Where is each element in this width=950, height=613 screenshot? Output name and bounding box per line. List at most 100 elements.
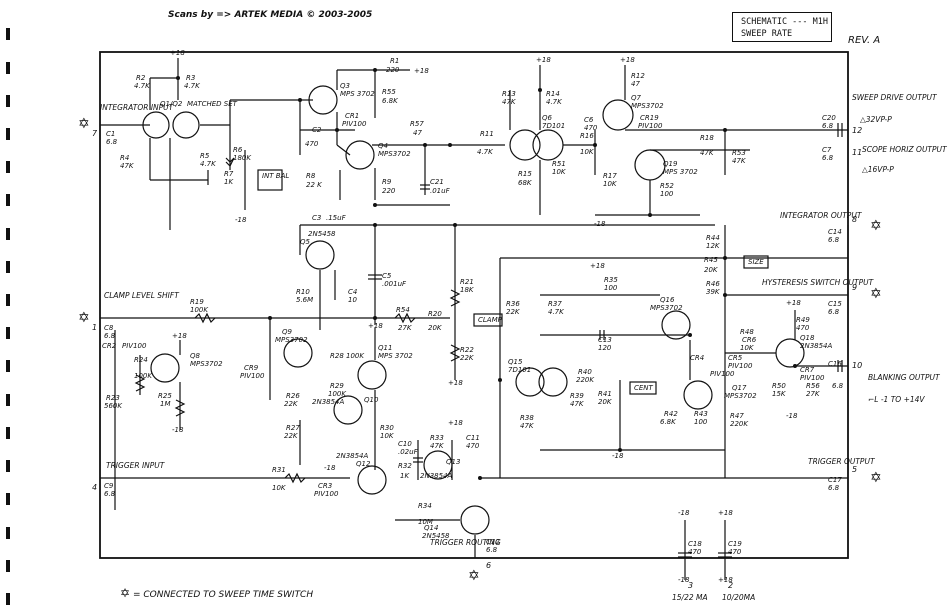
clamp-level-shift-label: CLAMP LEVEL SHIFT xyxy=(104,291,180,300)
c5-value: .001uF xyxy=(382,280,407,288)
q13-ref: Q13 xyxy=(446,458,460,466)
q19-type: MPS 3702 xyxy=(663,168,698,176)
c4-value: 10 xyxy=(348,296,357,304)
blanking-section xyxy=(725,225,849,372)
r42-ref: R42 xyxy=(664,410,678,418)
connector-star-icon: ✡ xyxy=(120,586,131,600)
rail-neg: -18 xyxy=(678,576,690,584)
r6-value: 180K xyxy=(233,154,252,162)
r19-value: 100K xyxy=(190,306,209,314)
c14-ref: C14 xyxy=(828,228,842,236)
q16-type: MPS3702 xyxy=(650,304,683,312)
r5-value: 4.7K xyxy=(200,160,217,168)
c17-value: 6.8 xyxy=(828,484,840,492)
r57-value: 47 xyxy=(413,129,422,137)
footer-text: = CONNECTED TO SWEEP TIME SWITCH xyxy=(132,590,314,600)
c16-value: 6.8 xyxy=(832,382,844,390)
r4-value: 47K xyxy=(120,162,135,170)
rail-pos: +18 xyxy=(590,262,605,270)
r52-value: 100 xyxy=(660,190,674,198)
r43-ref: R43 xyxy=(694,410,708,418)
rail-pos: +18 xyxy=(448,419,463,427)
r28-value: 100K xyxy=(346,352,365,360)
r8-ref: R8 xyxy=(306,172,316,180)
r17-ref: R17 xyxy=(603,172,617,180)
r34-ref: R34 xyxy=(418,502,432,510)
q10-ref: Q10 xyxy=(364,396,379,404)
rail-pos: +18 xyxy=(414,67,429,75)
star-hysteresis-output: ✡ xyxy=(870,286,882,302)
c2-value: 470 xyxy=(305,140,319,148)
rail-neg: -18 xyxy=(612,452,624,460)
r29-value: 100K xyxy=(328,390,347,398)
c10-ref: C10 xyxy=(398,440,412,448)
revision-label: REV. A xyxy=(848,35,881,46)
r9-value: 220 xyxy=(382,187,396,195)
c13-value: 120 xyxy=(598,344,612,352)
c9-value: 6.8 xyxy=(104,490,116,498)
pin-1: 1 xyxy=(92,323,97,332)
blanking-level: ⌐L -1 TO +14V xyxy=(868,395,925,404)
r36-ref: R36 xyxy=(506,300,520,308)
r11-ref: R11 xyxy=(480,130,494,138)
q8-type: MPS3702 xyxy=(190,360,223,368)
q18-type: 2N3854A xyxy=(800,342,833,350)
q15-ref: Q15 xyxy=(508,358,523,366)
r8-value: 22 K xyxy=(306,181,323,189)
cr5-value: PIV100 xyxy=(728,362,753,370)
r44-value: 12K xyxy=(706,242,721,250)
r5-ref: R5 xyxy=(200,152,210,160)
scope-level: △16VP-P xyxy=(862,165,894,174)
cr5-ref: CR5 xyxy=(728,354,743,362)
r12-value: 47 xyxy=(631,80,640,88)
q3-q4-driver xyxy=(299,69,450,206)
r4-ref: R4 xyxy=(120,154,129,162)
star-integrator-input: ✡ xyxy=(78,116,90,132)
r20-ref: R20 xyxy=(428,310,442,318)
r7-ref: R7 xyxy=(224,170,234,178)
r41-value: 20K xyxy=(598,398,613,406)
rail-neg: -18 xyxy=(594,220,606,228)
cr3-ref: CR3 xyxy=(318,482,332,490)
r23-ref: R23 xyxy=(106,394,120,402)
r7-value: 1K xyxy=(224,178,234,186)
cr2-ref: CR2 xyxy=(102,342,117,350)
r25-value: 1M xyxy=(160,400,171,408)
r47-ref: R47 xyxy=(730,412,744,420)
r20-value: 20K xyxy=(428,324,443,332)
c6-value: 470 xyxy=(584,124,598,132)
r40-value: 220K xyxy=(576,376,595,384)
size-box xyxy=(743,255,769,269)
r46-value: 39K xyxy=(706,288,721,296)
r40-ref: R40 xyxy=(578,368,592,376)
cr3-value: PIV100 xyxy=(314,490,339,498)
r48-value: 10K xyxy=(740,344,755,352)
r13-ref: R13 xyxy=(502,90,516,98)
r16-value: 10K xyxy=(580,148,595,156)
clamp-box xyxy=(473,313,503,327)
rail-pos: +18 xyxy=(718,576,733,584)
r10-value: 5.6M xyxy=(296,296,313,304)
pin-3: 3 xyxy=(688,581,693,590)
r49-ref: R49 xyxy=(796,316,810,324)
supply-filters xyxy=(678,520,732,580)
sweep-drive-level: △32VP-P xyxy=(860,115,892,124)
q17-ref: Q17 xyxy=(732,384,747,392)
r49-value: 470 xyxy=(796,324,810,332)
pin-12: 12 xyxy=(852,126,862,135)
rail-pos: +18 xyxy=(170,49,185,57)
star-trigger-routing: ✡ xyxy=(468,568,480,584)
c10-value: .02uF xyxy=(398,448,419,456)
r54-ref: R54 xyxy=(396,306,410,314)
q5-type: 2N5458 xyxy=(308,230,336,238)
r18-ref: R18 xyxy=(700,134,714,142)
rail-pos: +18 xyxy=(448,379,463,387)
r44-ref: R44 xyxy=(706,234,720,242)
title-line-1: SCHEMATIC --- M1H xyxy=(741,17,828,27)
cr9-ref: CR9 xyxy=(244,364,259,372)
q7-ref: Q7 xyxy=(631,94,642,102)
c5-ref: C5 xyxy=(382,272,392,280)
rail-pos: +18 xyxy=(172,332,187,340)
q4-ref: Q4 xyxy=(378,142,388,150)
